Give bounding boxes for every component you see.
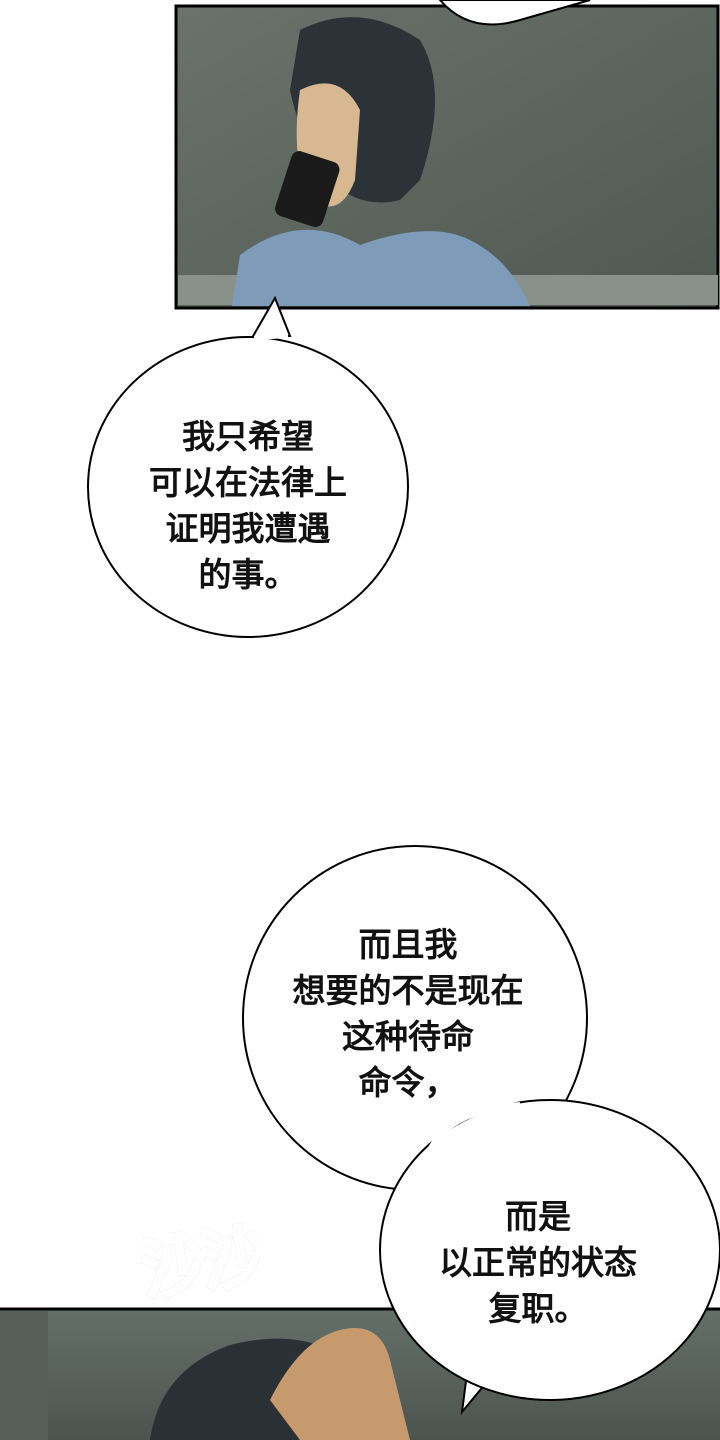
text-line: 我只希望: [182, 417, 314, 456]
top-panel: [174, 0, 720, 310]
hand: [270, 1328, 410, 1440]
text-line: 命令，: [358, 1063, 458, 1102]
text-line: 可以在法律上: [149, 463, 347, 502]
bubble-2-text: 而且我 想要的不是现在 这种待命 命令，: [248, 922, 568, 1106]
sound-effect: 沙沙: [134, 1202, 267, 1314]
phone: [275, 151, 340, 228]
text-line: 这种待命: [342, 1017, 474, 1056]
text-line: 想要的不是现在: [292, 971, 524, 1010]
text-line: 而且我: [358, 925, 458, 964]
speech-bubble-1: [87, 295, 409, 638]
bubble-1-text: 我只希望 可以在法律上 证明我遭遇 的事。: [88, 414, 408, 598]
bubble-3-text: 而是 以正常的状态 复职。: [378, 1194, 698, 1332]
text-line: 证明我遭遇: [165, 509, 331, 548]
text-line: 以正常的状态: [439, 1243, 637, 1282]
character-sweater: [232, 229, 530, 306]
text-line: 的事。: [198, 555, 298, 594]
text-line: 而是: [505, 1197, 571, 1236]
speech-bubble-3: [379, 1099, 720, 1416]
text-line: 复职。: [488, 1289, 588, 1328]
